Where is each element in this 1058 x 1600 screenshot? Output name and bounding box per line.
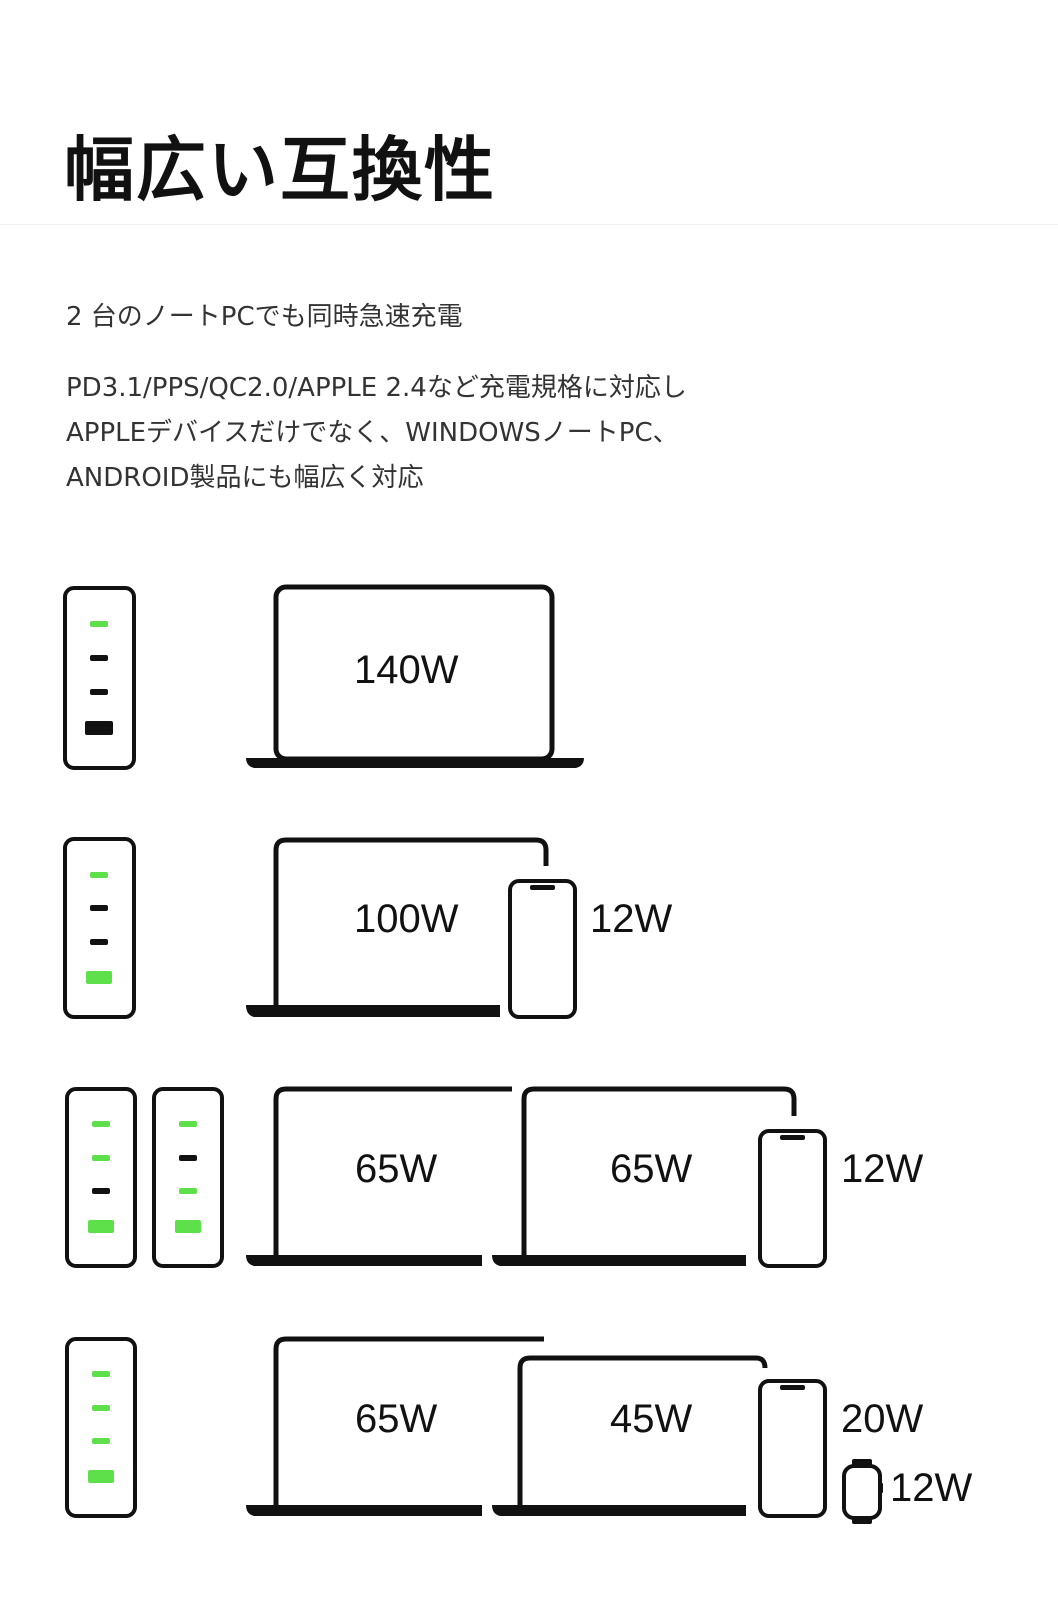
description-line: PD3.1/PPS/QC2.0/APPLE 2.4など充電規格に対応し bbox=[66, 373, 687, 403]
charger-port bbox=[85, 721, 113, 735]
charger-port bbox=[92, 1188, 110, 1194]
description-line: APPLEデバイスだけでなく、WINDOWSノートPC、 bbox=[66, 418, 679, 448]
charger-port bbox=[90, 939, 108, 945]
charger-body bbox=[152, 1087, 224, 1268]
charger-port bbox=[92, 1405, 110, 1411]
charger-port bbox=[90, 621, 108, 627]
charger-body bbox=[65, 1087, 137, 1268]
laptop-wattage: 100W bbox=[354, 897, 459, 941]
laptop-wattage: 140W bbox=[354, 648, 459, 692]
charger-port bbox=[92, 1121, 110, 1127]
charger-port bbox=[175, 1220, 201, 1233]
page-title: 幅広い互換性 bbox=[64, 129, 496, 211]
phone-wattage: 12W bbox=[841, 1147, 924, 1191]
charger-port bbox=[92, 1155, 110, 1161]
charger-port bbox=[90, 872, 108, 878]
charger-port bbox=[179, 1121, 197, 1127]
charger-port bbox=[86, 971, 112, 984]
charger-body bbox=[65, 1337, 137, 1518]
charger-port bbox=[88, 1220, 114, 1233]
charger-port bbox=[90, 905, 108, 911]
charger-port bbox=[92, 1371, 110, 1377]
charger-port bbox=[90, 655, 108, 661]
laptop-wattage: 65W bbox=[355, 1397, 438, 1441]
description-line: ANDROID製品にも幅広く対応 bbox=[66, 463, 424, 493]
charger-port bbox=[179, 1155, 197, 1161]
laptop-wattage: 65W bbox=[355, 1147, 438, 1191]
laptop-wattage: 65W bbox=[610, 1147, 693, 1191]
intro-subtitle: 2 台のノートPCでも同時急速充電 bbox=[66, 302, 463, 332]
charger-body bbox=[63, 586, 136, 770]
charger-body bbox=[63, 837, 136, 1019]
charger-port bbox=[179, 1188, 197, 1194]
watch-wattage: 12W bbox=[890, 1466, 973, 1510]
header-divider bbox=[0, 224, 1058, 225]
phone-wattage: 12W bbox=[590, 897, 673, 941]
charger-port bbox=[90, 689, 108, 695]
charger-port bbox=[92, 1438, 110, 1444]
laptop-wattage: 45W bbox=[610, 1397, 693, 1441]
charger-port bbox=[88, 1470, 114, 1483]
intro-description: PD3.1/PPS/QC2.0/APPLE 2.4など充電規格に対応し APPL… bbox=[66, 366, 687, 501]
phone-wattage: 20W bbox=[841, 1397, 924, 1441]
